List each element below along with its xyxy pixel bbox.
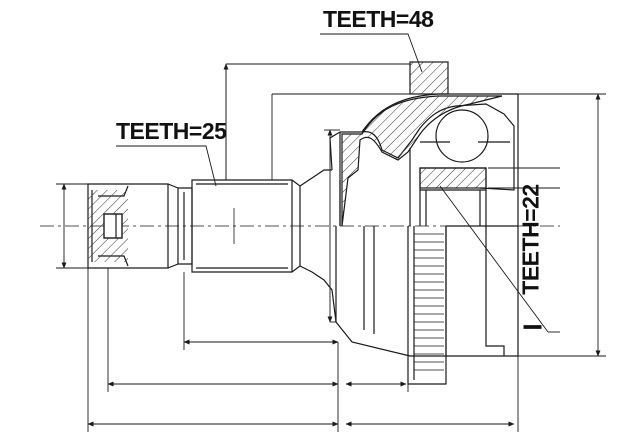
dimension-inner-spline	[439, 167, 560, 333]
leader-lines	[116, 33, 423, 187]
dimension-thread-diameter	[56, 183, 88, 269]
outer-race-teeth-label: TEETH=48	[323, 6, 434, 32]
threaded-end	[87, 183, 179, 269]
tone-ring	[407, 226, 447, 385]
bell-wall-section	[341, 95, 503, 227]
dimension-bell-neck	[324, 129, 340, 323]
inner-spline-teeth-label: TEETH=22	[517, 184, 544, 295]
dimension-lengths	[87, 268, 519, 432]
dimension-outer-diameter	[271, 93, 606, 357]
inner-race	[409, 109, 510, 226]
outer-body-lower	[446, 225, 518, 356]
bell-neck	[299, 131, 341, 323]
tooth-block	[409, 61, 449, 95]
dash-mark-label: I	[517, 323, 548, 331]
dimension-shaft-spline	[223, 63, 410, 180]
shaft-spline-teeth-label: TEETH=25	[116, 118, 227, 144]
ball	[435, 109, 489, 163]
